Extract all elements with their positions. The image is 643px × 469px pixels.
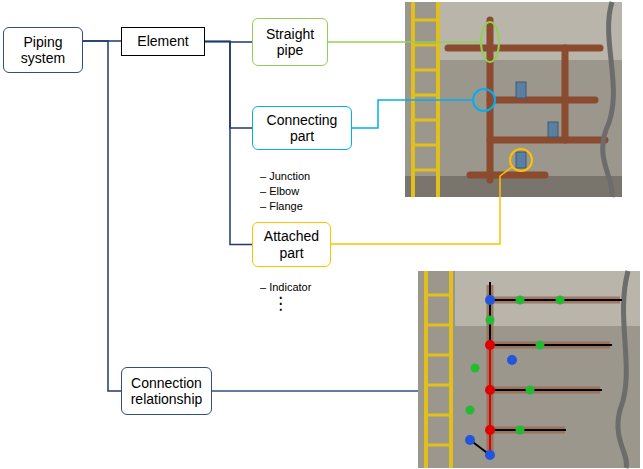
category-box: Connection relationship <box>121 367 212 415</box>
flange-dots <box>466 296 565 435</box>
connection-lines <box>489 345 491 455</box>
highlight-circle <box>510 149 532 171</box>
category-box: Element <box>121 27 205 56</box>
element-box: Attached part <box>252 222 331 267</box>
item-label: – Flange <box>260 200 303 213</box>
piping-photo-bottom <box>418 271 640 468</box>
leader-lines <box>207 42 512 391</box>
leader-line <box>207 390 418 392</box>
highlight-circle <box>473 89 495 111</box>
connection-lines <box>470 282 622 455</box>
box-label: Attached part <box>258 228 325 260</box>
element-box: Connecting part <box>252 106 352 150</box>
element-box: Straight pipe <box>252 18 328 66</box>
item-label: – Junction <box>260 170 310 183</box>
photo-ground <box>418 271 640 468</box>
leader-line <box>326 167 512 244</box>
box-label: Connection relationship <box>127 375 206 407</box>
box-label: Straight pipe <box>258 26 322 58</box>
ladder <box>426 271 451 468</box>
connector-line <box>83 41 121 391</box>
box-label: Connecting part <box>258 112 346 144</box>
pipes <box>490 285 620 455</box>
photo-wall <box>455 271 640 326</box>
highlight-ellipse <box>481 22 499 62</box>
conduit <box>603 2 614 197</box>
photo-wall <box>440 2 622 60</box>
junction-dots <box>485 340 495 435</box>
leader-line <box>323 41 479 43</box>
box-label: Element <box>137 33 188 49</box>
connector-line <box>205 42 252 129</box>
leader-line <box>347 100 472 128</box>
ellipsis-mark: ⋮ <box>272 294 289 314</box>
connector-line <box>205 42 252 245</box>
root-box: Piping system <box>3 27 83 73</box>
item-label: – Elbow <box>260 185 299 198</box>
valves <box>516 82 558 168</box>
item-label: – Indicator <box>260 281 311 294</box>
box-label: Piping system <box>9 34 77 66</box>
elbow-dots <box>465 295 517 460</box>
